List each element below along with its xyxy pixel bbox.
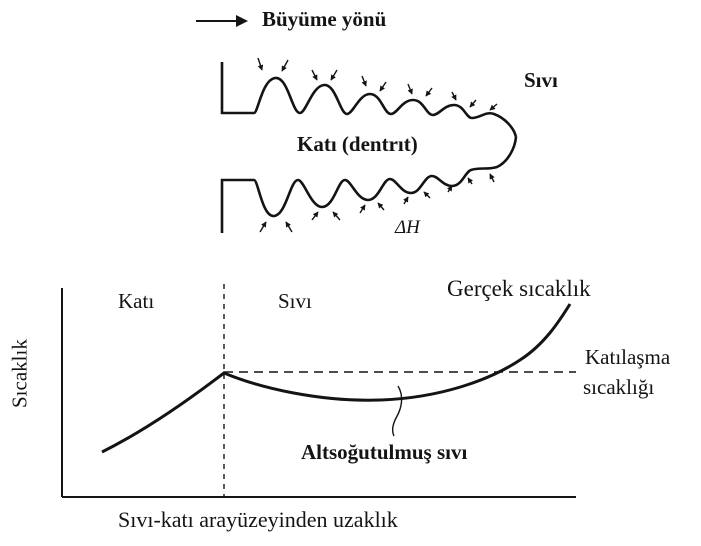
undercooled-leader <box>391 385 403 437</box>
liquid-top-label: Sıvı <box>524 68 558 92</box>
dendrite-label: Katı (dentrıt) <box>297 132 418 156</box>
heat-flow-arrows-upper <box>257 57 498 111</box>
region-liquid-label: Sıvı <box>278 289 312 313</box>
growth-direction-label: Büyüme yönü <box>262 7 387 31</box>
heat-flow-arrows-lower <box>259 173 495 233</box>
dendrite-upper-boundary <box>220 62 518 138</box>
freezing-temp-label-line1: Katılaşma <box>585 345 671 369</box>
dendrite-lower-boundary <box>220 136 518 233</box>
y-axis-label: Sıcaklık <box>7 339 32 408</box>
x-axis-label: Sıvı-katı arayüzeyinden uzaklık <box>118 507 398 532</box>
latent-heat-label: ΔH <box>395 217 420 238</box>
region-solid-label: Katı <box>118 289 155 313</box>
freezing-temp-label-line2: sıcaklığı <box>583 375 655 399</box>
undercooled-liquid-label: Altsoğutulmuş sıvı <box>301 440 468 464</box>
actual-temperature-curve <box>101 303 572 454</box>
actual-temperature-label: Gerçek sıcaklık <box>447 276 591 301</box>
